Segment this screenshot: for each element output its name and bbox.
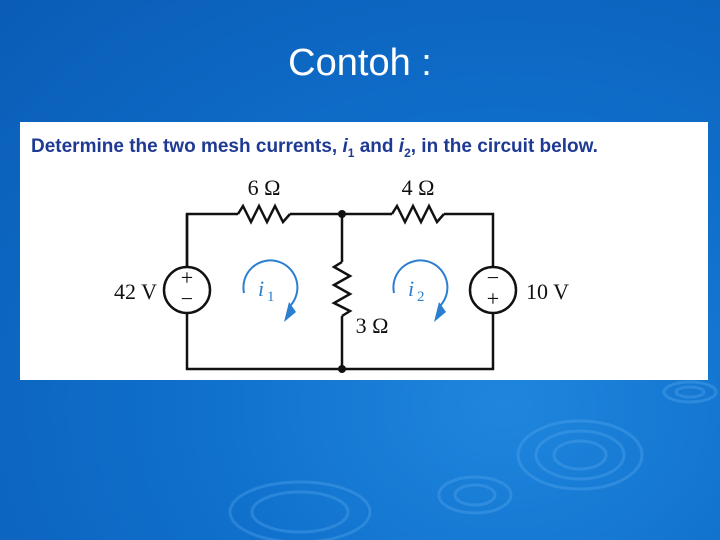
- source-left-bottom-sign: −: [181, 286, 193, 311]
- problem-text-mid: and: [354, 136, 399, 157]
- resistor-3-label: 3 Ω: [356, 313, 389, 338]
- resistor-6-label: 6 Ω: [248, 175, 281, 200]
- mesh-2-arrow: [392, 259, 449, 307]
- problem-statement: Determine the two mesh currents, i1 and …: [31, 136, 701, 160]
- resistor-6-ohm: [236, 203, 291, 225]
- voltage-source-left: [162, 265, 212, 315]
- mesh-1-arrow: [242, 259, 299, 307]
- slide-title: Contoh :: [288, 42, 432, 84]
- mesh-2-arrowhead-icon: [434, 302, 446, 322]
- mesh-var-2: i: [398, 136, 405, 157]
- mesh-2-sub: 2: [417, 289, 425, 305]
- mesh-1-sub: 1: [267, 289, 275, 305]
- node-top: [338, 210, 346, 218]
- mesh-2-symbol: i: [408, 276, 414, 301]
- problem-text-before: Determine the two mesh currents,: [31, 136, 343, 157]
- wire-top-right: [444, 212, 495, 267]
- source-right-bottom-sign: +: [487, 286, 499, 311]
- node-bottom: [338, 365, 346, 373]
- problem-panel: Determine the two mesh currents, i1 and …: [20, 122, 708, 380]
- resistor-4-label: 4 Ω: [402, 175, 435, 200]
- source-left-value: 42 V: [114, 279, 157, 304]
- mesh-var-2-sub: 2: [404, 145, 411, 160]
- resistor-4-ohm: [390, 203, 445, 225]
- mesh-var-1: i: [342, 136, 348, 157]
- source-right-top-sign: −: [487, 265, 499, 290]
- problem-text-after: , in the circuit below.: [410, 136, 598, 157]
- wire-right-bottom: [185, 313, 495, 371]
- mesh-var-1-sub: 1: [347, 145, 355, 160]
- resistor-3-ohm: [331, 260, 353, 318]
- mesh-1-arrowhead-icon: [284, 302, 296, 322]
- source-left-top-sign: +: [181, 265, 193, 290]
- source-right-value: 10 V: [526, 279, 569, 304]
- mesh-1-symbol: i: [258, 276, 264, 301]
- circuit-diagram: + − 42 V − + 10 V 6 Ω 4 Ω 3 Ω i 1 i 2: [114, 175, 569, 373]
- voltage-source-right: [468, 265, 518, 315]
